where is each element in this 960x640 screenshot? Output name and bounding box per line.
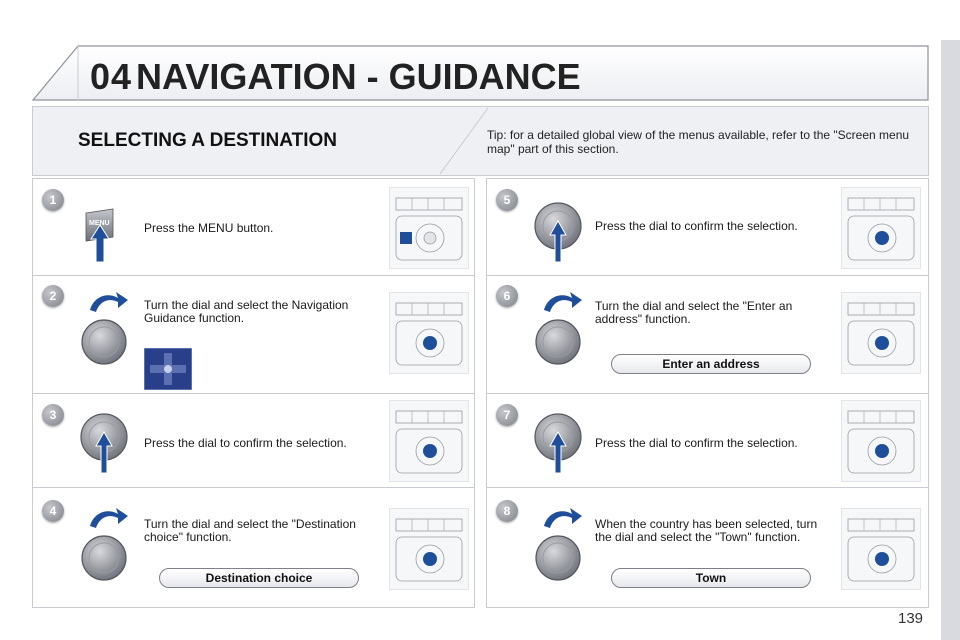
step-instruction: Press the dial to confirm the selection.: [144, 436, 347, 450]
step-1: 1 MENU Press the MENU button.: [33, 179, 474, 275]
dial-press-icon: [80, 413, 128, 474]
menu-button-label: MENU: [89, 220, 110, 227]
step-instruction: Turn the dial and select the Navigation …: [144, 298, 349, 325]
console-thumbnail: [841, 292, 921, 374]
step-number-badge: 3: [42, 404, 64, 426]
step-8: 8 When the country has been selected, tu…: [487, 487, 928, 609]
step-7: 7 Press the dial to confirm the selectio…: [487, 393, 928, 487]
control-panel-icon: [847, 302, 915, 366]
section-title: SELECTING A DESTINATION: [78, 130, 337, 151]
enter-address-option: Enter an address: [611, 354, 811, 374]
control-panel-icon: [847, 518, 915, 582]
step-instruction: When the country has been selected, turn…: [595, 517, 818, 544]
step-instruction: Turn the dial and select the "Destinatio…: [144, 517, 356, 544]
step-5: 5 Press the dial to confirm the selectio…: [487, 179, 928, 275]
step-instruction: Press the dial to confirm the selection.: [595, 219, 798, 233]
step-instruction: Press the MENU button.: [144, 221, 274, 235]
step-number-badge: 1: [42, 189, 64, 211]
control-panel-icon: [395, 518, 463, 582]
step-number-badge: 2: [42, 285, 64, 307]
console-thumbnail: [389, 400, 469, 482]
dial-press-icon: [534, 413, 582, 474]
navigation-cross-icon: [144, 348, 192, 390]
town-option: Town: [611, 568, 811, 588]
console-thumbnail: [389, 292, 469, 374]
control-panel-icon: [847, 410, 915, 474]
page-number: 139: [898, 610, 924, 627]
side-tab-strip: [941, 40, 960, 640]
step-number-badge: 8: [496, 500, 518, 522]
dial-turn-icon: [81, 292, 128, 365]
console-thumbnail: [389, 508, 469, 590]
dial-turn-icon: [535, 508, 582, 581]
step-number-badge: 6: [496, 285, 518, 307]
tip-text: Tip: for a detailed global view of the m…: [487, 128, 910, 156]
console-thumbnail: [841, 508, 921, 590]
step-6: 6 Turn the dial and select the "Enter an…: [487, 275, 928, 393]
console-thumbnail: [389, 187, 469, 269]
dial-turn-icon: [535, 292, 582, 365]
step-number-badge: 4: [42, 500, 64, 522]
dial-turn-icon: [81, 508, 128, 581]
destination-choice-option: Destination choice: [159, 568, 359, 588]
step-instruction: Turn the dial and select the "Enter an a…: [595, 299, 793, 326]
step-4: 4 Turn the dial and select the "Destinat…: [33, 487, 474, 609]
control-panel-icon: [395, 410, 463, 474]
menu-button-icon: MENU: [85, 208, 114, 263]
chapter-number: 04: [90, 56, 133, 97]
chapter-header: 04 NAVIGATION - GUIDANCE: [32, 45, 929, 101]
page-title: NAVIGATION - GUIDANCE: [136, 56, 581, 97]
control-panel-icon: [395, 197, 463, 261]
control-panel-icon: [847, 197, 915, 261]
step-number-badge: 5: [496, 189, 518, 211]
steps-column-right: 5 Press the dial to confirm the selectio…: [486, 178, 929, 608]
steps-column-left: 1 MENU Press the MENU button. 2: [32, 178, 475, 608]
header-banner-shape: [32, 45, 929, 101]
step-number-badge: 7: [496, 404, 518, 426]
step-3: 3 Press the dial to confirm the selectio…: [33, 393, 474, 487]
step-instruction: Press the dial to confirm the selection.: [595, 436, 798, 450]
control-panel-icon: [395, 302, 463, 366]
console-thumbnail: [841, 400, 921, 482]
console-thumbnail: [841, 187, 921, 269]
step-2: 2 Turn the dial and select the Navigatio…: [33, 275, 474, 393]
section-divider-line: [440, 107, 489, 175]
dial-press-icon: [534, 202, 582, 263]
